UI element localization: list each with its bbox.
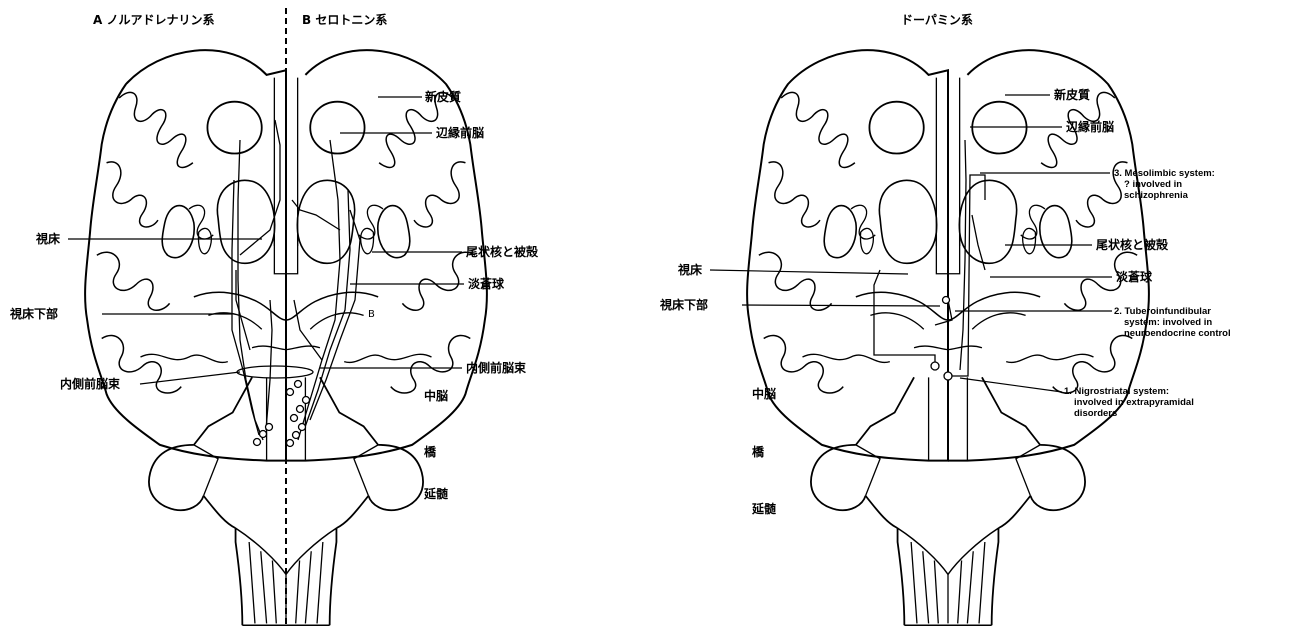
title-dopamine: ドーパミン系 — [901, 14, 973, 26]
note-tuberoinfundibular: 2. Tuberoinfundibular system: involved i… — [1114, 306, 1231, 339]
leader-lines — [68, 95, 1112, 392]
label-pons-right: 橋 — [752, 446, 764, 458]
note-tubero-line-3: neuroendocrine control — [1114, 328, 1231, 339]
noradrenaline-pathways — [232, 120, 280, 446]
label-caudate-left: 尾状核と被殻 — [466, 246, 538, 258]
note-tubero-line-2: system: involved in — [1114, 317, 1231, 328]
note-nigro-line-1: 1. Nigrostriatal system: — [1064, 386, 1194, 397]
label-neocortex-right: 新皮質 — [1054, 89, 1090, 101]
label-caudate-right: 尾状核と被殻 — [1096, 239, 1168, 251]
label-pallidus-right: 淡蒼球 — [1116, 271, 1152, 283]
title-serotonin: B セロトニン系 — [302, 14, 387, 26]
note-tubero-line-1: 2. Tuberoinfundibular — [1114, 306, 1231, 317]
label-hypothalamus-right: 視床下部 — [660, 299, 708, 311]
right-brain-outline — [747, 50, 1149, 625]
note-mesolimbic-line-3: schizophrenia — [1114, 190, 1215, 201]
note-mesolimbic-line-1: 3. Mesolimbic system: — [1114, 168, 1215, 179]
note-nigrostriatal: 1. Nigrostriatal system: involved in ext… — [1064, 386, 1194, 419]
dopamine-pathways — [874, 140, 985, 380]
marker-b: B — [368, 310, 375, 320]
label-pallidus-left: 淡蒼球 — [468, 278, 504, 290]
mfb-bundle-ellipse — [237, 366, 313, 378]
note-nigro-line-3: disorders — [1064, 408, 1194, 419]
title-noradrenaline: A ノルアドレナリン系 — [93, 14, 214, 26]
label-pons-left: 橋 — [424, 446, 436, 458]
note-nigro-line-2: involved in extrapyramidal — [1064, 397, 1194, 408]
label-limbic-right: 辺縁前脳 — [1066, 121, 1114, 133]
label-neocortex-left: 新皮質 — [425, 91, 461, 103]
label-midbrain-left: 中脳 — [424, 390, 448, 402]
label-medulla-right: 延髄 — [752, 503, 776, 515]
note-mesolimbic-line-2: ? involved in — [1114, 179, 1215, 190]
label-hypothalamus-left: 視床下部 — [10, 308, 58, 320]
label-mfb-left: 内側前脳束 — [60, 378, 120, 390]
label-thalamus-left: 視床 — [36, 233, 60, 245]
label-midbrain-right: 中脳 — [752, 388, 776, 400]
label-thalamus-right: 視床 — [678, 264, 702, 276]
note-mesolimbic: 3. Mesolimbic system: ? involved in schi… — [1114, 168, 1215, 201]
label-limbic-left: 辺縁前脳 — [436, 127, 484, 139]
label-mfb-right: 内側前脳束 — [466, 362, 526, 374]
label-medulla-left: 延髄 — [424, 488, 448, 500]
